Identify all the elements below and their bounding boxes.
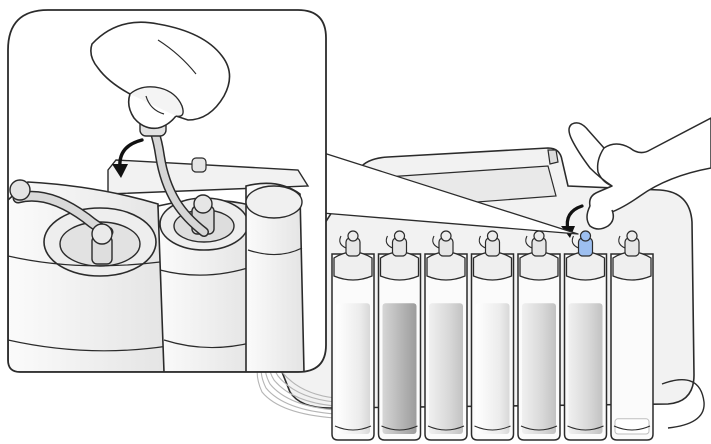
- tank-7-plug-head: [627, 231, 637, 241]
- tank-4-ink: [476, 303, 510, 434]
- tank-1-ink: [336, 303, 370, 434]
- tank-3-ink: [429, 303, 463, 434]
- tank-1-plug-head: [348, 231, 358, 241]
- tank-3: [425, 231, 467, 440]
- tank-6: [565, 231, 607, 440]
- tank-3-plug-head: [441, 231, 451, 241]
- tank-7-body: [611, 254, 653, 440]
- tank-5-plug-head: [534, 231, 544, 241]
- tank-4: [472, 231, 514, 440]
- tank-6-ink: [569, 303, 603, 434]
- tank-5: [518, 231, 560, 440]
- ink-tanks: [332, 231, 653, 440]
- tank-1: [332, 231, 374, 440]
- tank-7-ink: [615, 419, 649, 434]
- tank-2: [379, 231, 421, 440]
- tank-6-plug-head: [581, 231, 591, 241]
- tank-7: [611, 231, 653, 440]
- tank-5-ink: [522, 303, 556, 434]
- zoom-inset: [8, 10, 328, 372]
- tank-4-plug-head: [488, 231, 498, 241]
- tank-2-plug-head: [395, 231, 405, 241]
- tank-2-ink: [383, 303, 417, 434]
